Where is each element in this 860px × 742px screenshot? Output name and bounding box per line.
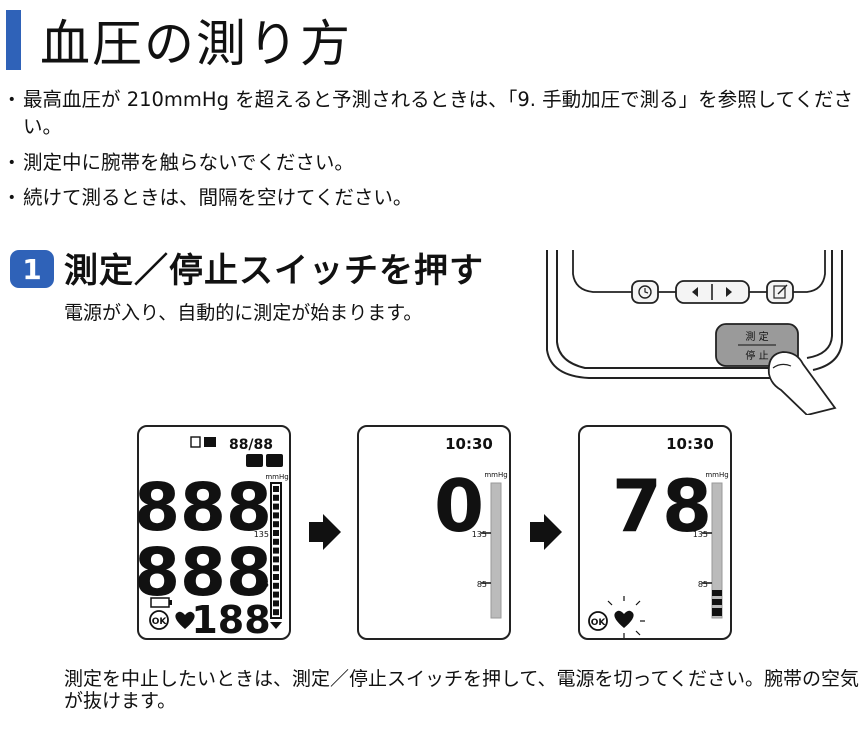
blink-rays-icon [607, 596, 645, 638]
ladder-segment [273, 574, 279, 580]
ladder-segment [273, 521, 279, 528]
notes-list: 最高血圧が 210mmHg を超えると予測されるときは、「9. 手動加圧で測る」… [2, 86, 853, 219]
ladder-segment [273, 582, 279, 589]
lcd-display-all-segments: 88/88 mmHg 888 888 135 85 OK 188 [137, 425, 291, 640]
svg-text:mmHg: mmHg [265, 473, 288, 481]
cuff-wrap-icon [246, 454, 263, 467]
pressure-digits: 78 [612, 464, 712, 548]
pressure-digits: 0 [434, 464, 484, 548]
svg-text:測 定: 測 定 [745, 330, 768, 343]
bottom-note: 測定を中止したいときは、測定／停止スイッチを押して、電源を切ってください。腕帯の… [64, 668, 859, 712]
svg-text:mmHg: mmHg [705, 471, 728, 479]
left-arrow-icon [692, 287, 698, 297]
step-number-badge: 1 [10, 250, 54, 288]
ladder-segment [273, 494, 279, 501]
ok-icon: OK [588, 611, 608, 631]
ladder-segment [273, 538, 279, 545]
ladder-segment [273, 565, 279, 572]
svg-text:88/88: 88/88 [229, 437, 273, 453]
device-illustration: 測 定 停 止 [546, 250, 843, 415]
calendar-icon [204, 437, 216, 447]
ladder-segment [273, 591, 279, 598]
ladder-segment [273, 512, 279, 519]
svg-text:135: 135 [472, 530, 487, 539]
svg-text:135: 135 [693, 530, 708, 539]
lcd-display-zero: 10:30 mmHg 0 135 85 [357, 425, 511, 640]
svg-text:135: 135 [254, 530, 269, 539]
memo-button[interactable] [766, 280, 794, 304]
svg-text:OK: OK [591, 618, 607, 628]
arrow-right-icon [309, 514, 341, 550]
down-triangle-icon [270, 622, 282, 629]
ladder-segment [273, 556, 279, 563]
clock-time: 10:30 [445, 435, 493, 453]
ladder-segment [273, 530, 279, 536]
ladder-segment [273, 547, 279, 554]
finger-icon [767, 351, 837, 415]
pulse-digits: 188 [191, 598, 270, 640]
ok-icon: OK [149, 610, 169, 630]
svg-text:85: 85 [698, 580, 708, 589]
memo-icon [190, 436, 201, 448]
ladder-segment [273, 609, 279, 616]
heart-icon [614, 610, 634, 628]
svg-text:85: 85 [477, 580, 487, 589]
clock-button[interactable] [631, 280, 659, 304]
ladder-segment [273, 600, 279, 607]
right-arrow-icon [726, 287, 732, 297]
step-description: 電源が入り、自動的に測定が始まります。 [64, 302, 423, 324]
arrow-buttons[interactable] [675, 280, 750, 304]
note-item: 測定中に腕帯を触らないでください。 [2, 149, 853, 177]
systolic-digits: 888 [137, 469, 272, 546]
svg-text:OK: OK [152, 617, 168, 627]
battery-icon [150, 597, 172, 608]
page-title: 血圧の測り方 [40, 15, 352, 73]
svg-text:mmHg: mmHg [484, 471, 507, 479]
note-item: 続けて測るときは、間隔を空けてください。 [2, 184, 853, 212]
clock-time: 10:30 [666, 435, 714, 453]
ladder-segment [273, 486, 279, 492]
arrow-right-icon [530, 514, 562, 550]
step-title: 測定／停止スイッチを押す [64, 251, 484, 291]
note-item: 最高血圧が 210mmHg を超えると予測されるときは、「9. 手動加圧で測る」… [2, 86, 853, 141]
lcd-display-measuring: 10:30 mmHg 78 135 85 OK [578, 425, 732, 640]
scale-ladder [273, 486, 279, 616]
svg-text:85: 85 [259, 580, 269, 589]
heart-icon [175, 611, 195, 629]
body-movement-icon [266, 454, 283, 467]
title-accent-bar [6, 10, 21, 70]
ladder-segment [273, 503, 279, 510]
svg-text:停 止: 停 止 [745, 349, 768, 362]
